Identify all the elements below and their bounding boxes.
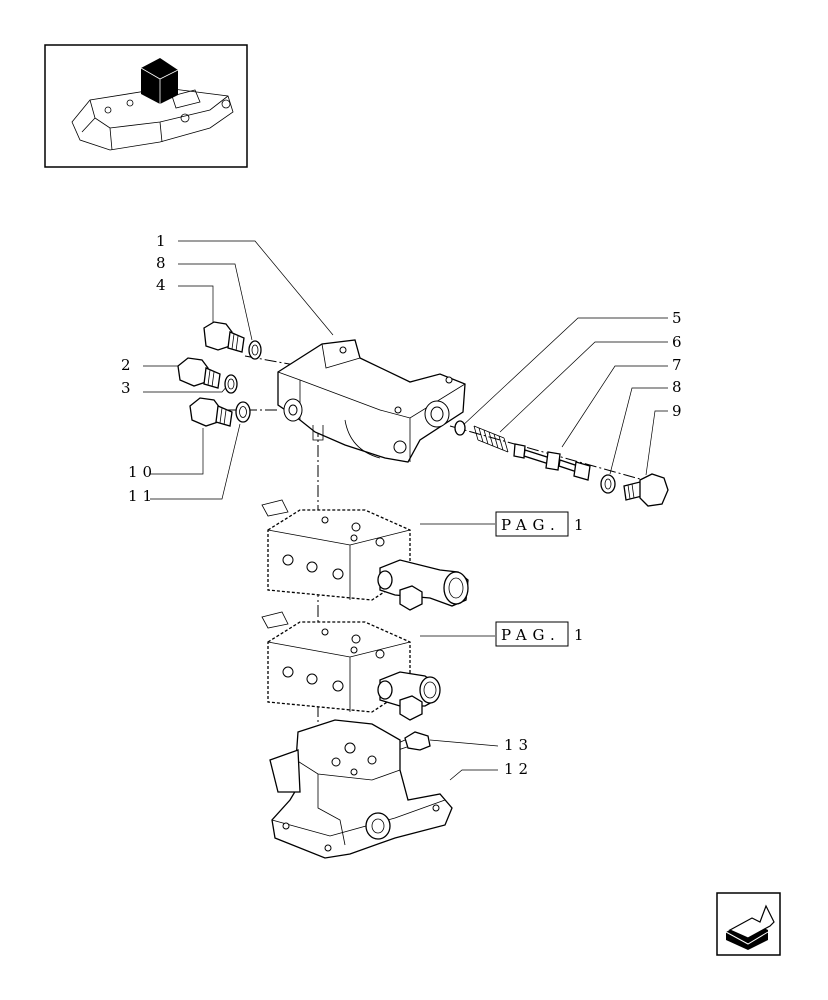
callout-5: 5	[672, 309, 687, 327]
part-3-washer	[224, 374, 238, 394]
part-8-washer-left	[248, 340, 262, 360]
callout-1: 1	[156, 232, 171, 250]
part-6-spring	[473, 425, 509, 453]
page-ref-1-label: PAG.	[501, 516, 561, 534]
part-5-ring	[454, 420, 466, 436]
callout-3: 3	[121, 379, 136, 397]
callout-6: 6	[672, 333, 687, 351]
callout-11: 11	[128, 487, 157, 505]
callout-12: 12	[504, 760, 533, 778]
leader-lines	[143, 240, 668, 781]
part-7-spool	[513, 443, 591, 481]
callout-8-right: 8	[672, 378, 687, 396]
part-11-washer	[235, 401, 251, 423]
part-10-plug	[189, 397, 233, 427]
part-2-plug	[177, 357, 221, 389]
callout-10: 10	[128, 463, 157, 481]
part-1-valve-body	[277, 339, 466, 463]
part-4-plug	[203, 321, 245, 353]
callout-9: 9	[672, 402, 687, 420]
callout-8-left: 8	[156, 254, 171, 272]
next-page-arrow-icon[interactable]	[716, 892, 781, 956]
thumbnail-overview	[44, 44, 248, 168]
control-valve-section-lower	[261, 611, 441, 721]
part-12-housing	[269, 719, 453, 859]
control-valve-section-upper	[261, 499, 469, 611]
part-13-screw	[395, 731, 431, 751]
page-ref-2[interactable]: PAG. 1	[495, 621, 590, 647]
callout-2: 2	[121, 356, 136, 374]
thumbnail-tractor-icon	[71, 58, 234, 151]
callout-4: 4	[156, 276, 171, 294]
callout-7: 7	[672, 356, 687, 374]
part-9-plug	[623, 473, 669, 507]
callout-13: 13	[504, 736, 533, 754]
page-ref-2-label: PAG.	[501, 626, 561, 644]
page-ref-1-number: 1	[574, 516, 590, 534]
part-8-washer-right	[600, 474, 616, 494]
page-ref-2-number: 1	[574, 626, 590, 644]
page-ref-1[interactable]: PAG. 1	[495, 511, 590, 537]
